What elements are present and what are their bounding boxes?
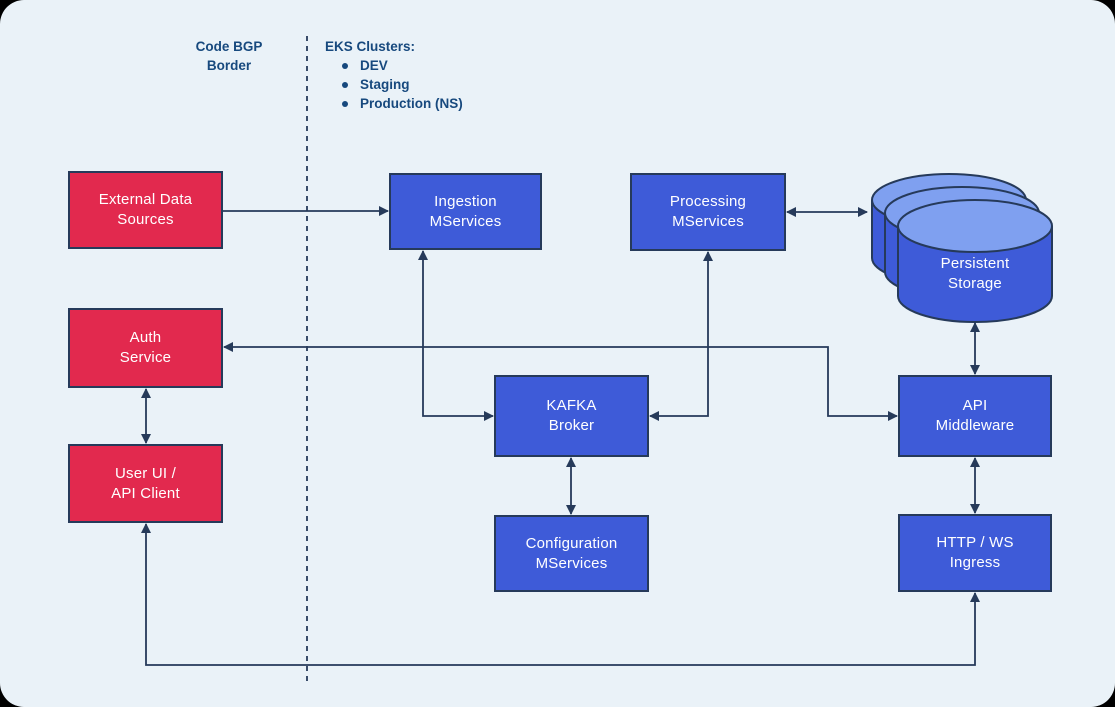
node-label: Auth Service [119, 329, 172, 366]
eks-clusters-annotation: EKS Clusters: DEV Staging Production (NS… [325, 37, 463, 113]
eks-clusters-title: EKS Clusters: [325, 39, 416, 54]
node-auth-service: Auth Service [68, 308, 223, 388]
node-persistent-storage-label: Persistent Storage [940, 255, 1010, 292]
cylinder-front-top [897, 199, 1053, 253]
node-label: KAFKA Broker [546, 397, 597, 434]
node-label: Ingestion MServices [429, 192, 502, 230]
eks-item-production: Production (NS) [325, 94, 463, 113]
node-http-ws-ingress: HTTP / WS Ingress [898, 514, 1052, 592]
eks-item-label: Production (NS) [360, 96, 463, 111]
bullet-icon [342, 82, 348, 88]
node-api-middleware: API Middleware [898, 375, 1052, 457]
node-kafka-broker: KAFKA Broker [494, 375, 649, 457]
edge-ingestion-kafka [418, 250, 494, 421]
edge-processing-kafka [649, 251, 713, 421]
node-external-data-sources: External Data Sources [68, 171, 223, 249]
eks-item-dev: DEV [325, 56, 463, 75]
bullet-icon [342, 101, 348, 107]
node-label: External Data Sources [98, 191, 193, 228]
node-processing-mservices: Processing MServices [630, 173, 786, 251]
eks-item-staging: Staging [325, 75, 463, 94]
node-configuration-mservices: Configuration MServices [494, 515, 649, 592]
persistent-storage-cylinder-stack [871, 173, 1053, 323]
node-ingestion-mservices: Ingestion MServices [389, 173, 542, 250]
bullet-icon [342, 63, 348, 69]
code-bgp-border-label: Code BGP Border [195, 39, 263, 73]
node-label: User UI / API Client [111, 464, 180, 502]
eks-item-label: DEV [360, 58, 388, 73]
node-label: Processing MServices [669, 193, 747, 230]
eks-clusters-list: DEV Staging Production (NS) [325, 56, 463, 113]
node-label: HTTP / WS Ingress [936, 534, 1014, 571]
node-label: Configuration MServices [525, 534, 618, 572]
node-user-ui-api-client: User UI / API Client [68, 444, 223, 523]
edge-userui-ingress [141, 523, 980, 666]
edge-auth-api-middleware [223, 342, 898, 421]
eks-item-label: Staging [360, 77, 410, 92]
node-label: API Middleware [935, 397, 1015, 434]
